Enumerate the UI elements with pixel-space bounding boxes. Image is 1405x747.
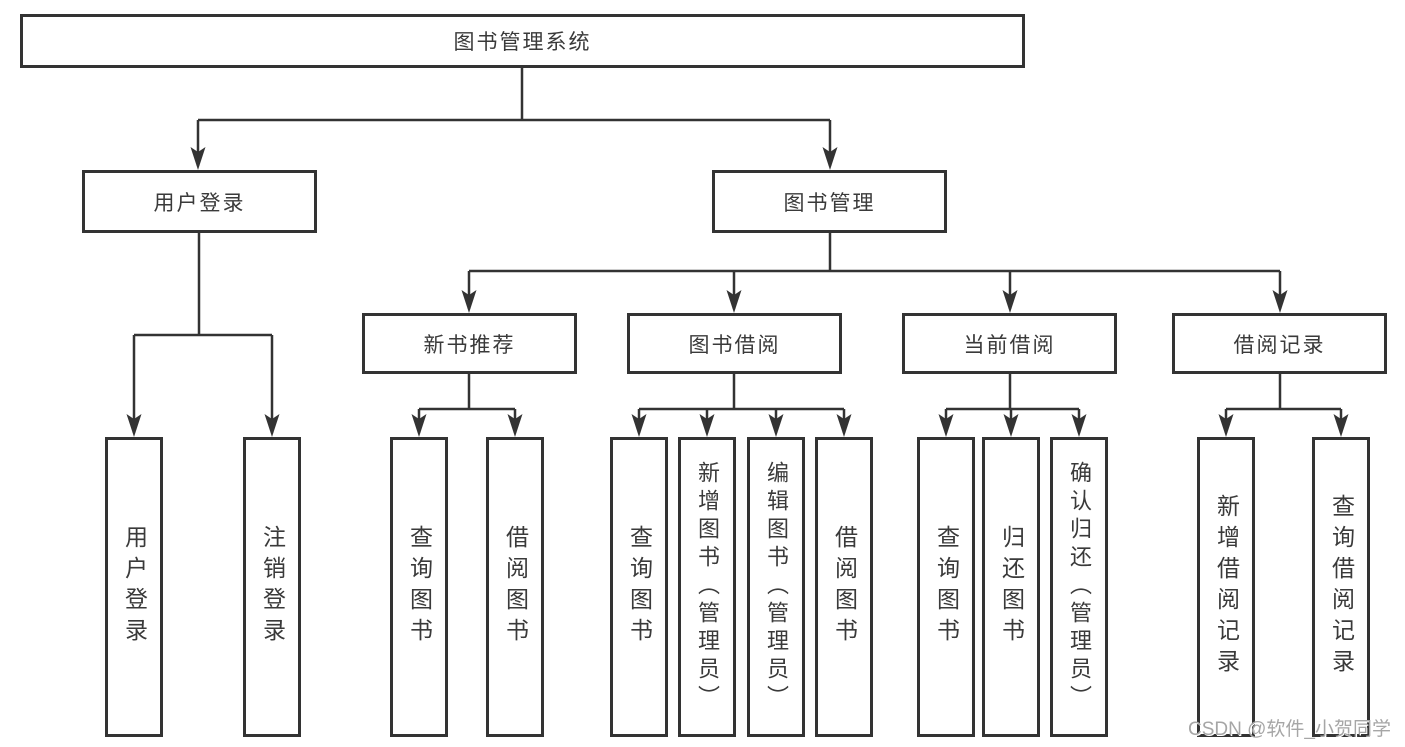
- node-label: 查询图书: [406, 525, 433, 649]
- node-library-system: 图书管理系统: [20, 14, 1025, 68]
- node-edit-books-admin-leaf: 编辑图书（管理员）: [747, 437, 805, 737]
- node-label: 确认归还（管理员）: [1067, 461, 1092, 713]
- connector-current-to-leaves: [944, 374, 1081, 433]
- node-user-login: 用户登录: [82, 170, 317, 233]
- node-current-borrowing: 当前借阅: [902, 313, 1117, 374]
- node-label: 用户登录: [121, 525, 148, 649]
- connector-borrowing-to-leaves: [637, 374, 846, 433]
- node-label: 查询借阅记录: [1328, 494, 1355, 680]
- arrowhead: [938, 414, 954, 437]
- arrowhead: [507, 414, 523, 437]
- arrowhead: [1333, 414, 1349, 437]
- node-label: 注销登录: [259, 525, 286, 649]
- node-label: 新增借阅记录: [1213, 494, 1240, 680]
- arrowhead: [836, 414, 852, 437]
- arrowhead: [1003, 414, 1019, 437]
- node-book-management: 图书管理: [712, 170, 947, 233]
- node-label: 用户登录: [153, 191, 246, 215]
- node-logout-leaf: 注销登录: [243, 437, 301, 737]
- node-label: 新增图书（管理员）: [695, 461, 720, 713]
- arrowhead: [699, 414, 715, 437]
- node-borrowing-records: 借阅记录: [1172, 313, 1387, 374]
- node-query-books-leaf-3: 查询图书: [917, 437, 975, 737]
- node-book-borrowing: 图书借阅: [627, 313, 842, 374]
- node-label: 新书推荐: [423, 333, 516, 357]
- arrowhead: [726, 290, 742, 313]
- csdn-watermark: CSDN @软件_小贺同学: [1188, 719, 1391, 740]
- node-label: 借阅图书: [831, 525, 858, 649]
- node-add-borrow-record-leaf: 新增借阅记录: [1197, 437, 1255, 737]
- connector-paths: [132, 68, 1343, 433]
- connector-userlogin-to-leaves: [132, 233, 274, 433]
- arrowhead: [1272, 290, 1288, 313]
- connector-records-to-leaves: [1224, 374, 1343, 433]
- arrowhead: [190, 147, 206, 170]
- node-label: 借阅记录: [1233, 333, 1326, 357]
- node-return-books-leaf: 归还图书: [982, 437, 1040, 737]
- arrowhead: [1071, 414, 1087, 437]
- node-label: 查询图书: [626, 525, 653, 649]
- node-label: 归还图书: [998, 525, 1025, 649]
- connector-recommend-to-leaves: [417, 374, 517, 433]
- node-label: 查询图书: [933, 525, 960, 649]
- node-user-login-leaf: 用户登录: [105, 437, 163, 737]
- arrowhead: [461, 290, 477, 313]
- node-borrow-books-leaf-2: 借阅图书: [815, 437, 873, 737]
- arrowhead: [822, 147, 838, 170]
- node-borrow-books-leaf-1: 借阅图书: [486, 437, 544, 737]
- node-query-borrow-record-leaf: 查询借阅记录: [1312, 437, 1370, 737]
- arrowhead: [1218, 414, 1234, 437]
- connector-bookmgmt-to-level2: [467, 233, 1282, 309]
- arrowhead: [768, 414, 784, 437]
- node-label: 图书借阅: [688, 333, 781, 357]
- node-query-books-leaf-1: 查询图书: [390, 437, 448, 737]
- arrowhead: [631, 414, 647, 437]
- node-label: 借阅图书: [502, 525, 529, 649]
- node-new-book-recommendation: 新书推荐: [362, 313, 577, 374]
- arrowhead: [126, 414, 142, 437]
- connector-root-to-level1: [196, 68, 832, 166]
- node-label: 图书管理系统: [453, 31, 592, 54]
- arrowhead: [264, 414, 280, 437]
- arrowhead: [411, 414, 427, 437]
- node-query-books-leaf-2: 查询图书: [610, 437, 668, 737]
- node-label: 编辑图书（管理员）: [764, 461, 789, 713]
- node-confirm-return-admin-leaf: 确认归还（管理员）: [1050, 437, 1108, 737]
- node-add-books-admin-leaf: 新增图书（管理员）: [678, 437, 736, 737]
- node-label: 当前借阅: [963, 333, 1056, 357]
- arrowhead: [1002, 290, 1018, 313]
- node-label: 图书管理: [783, 191, 876, 215]
